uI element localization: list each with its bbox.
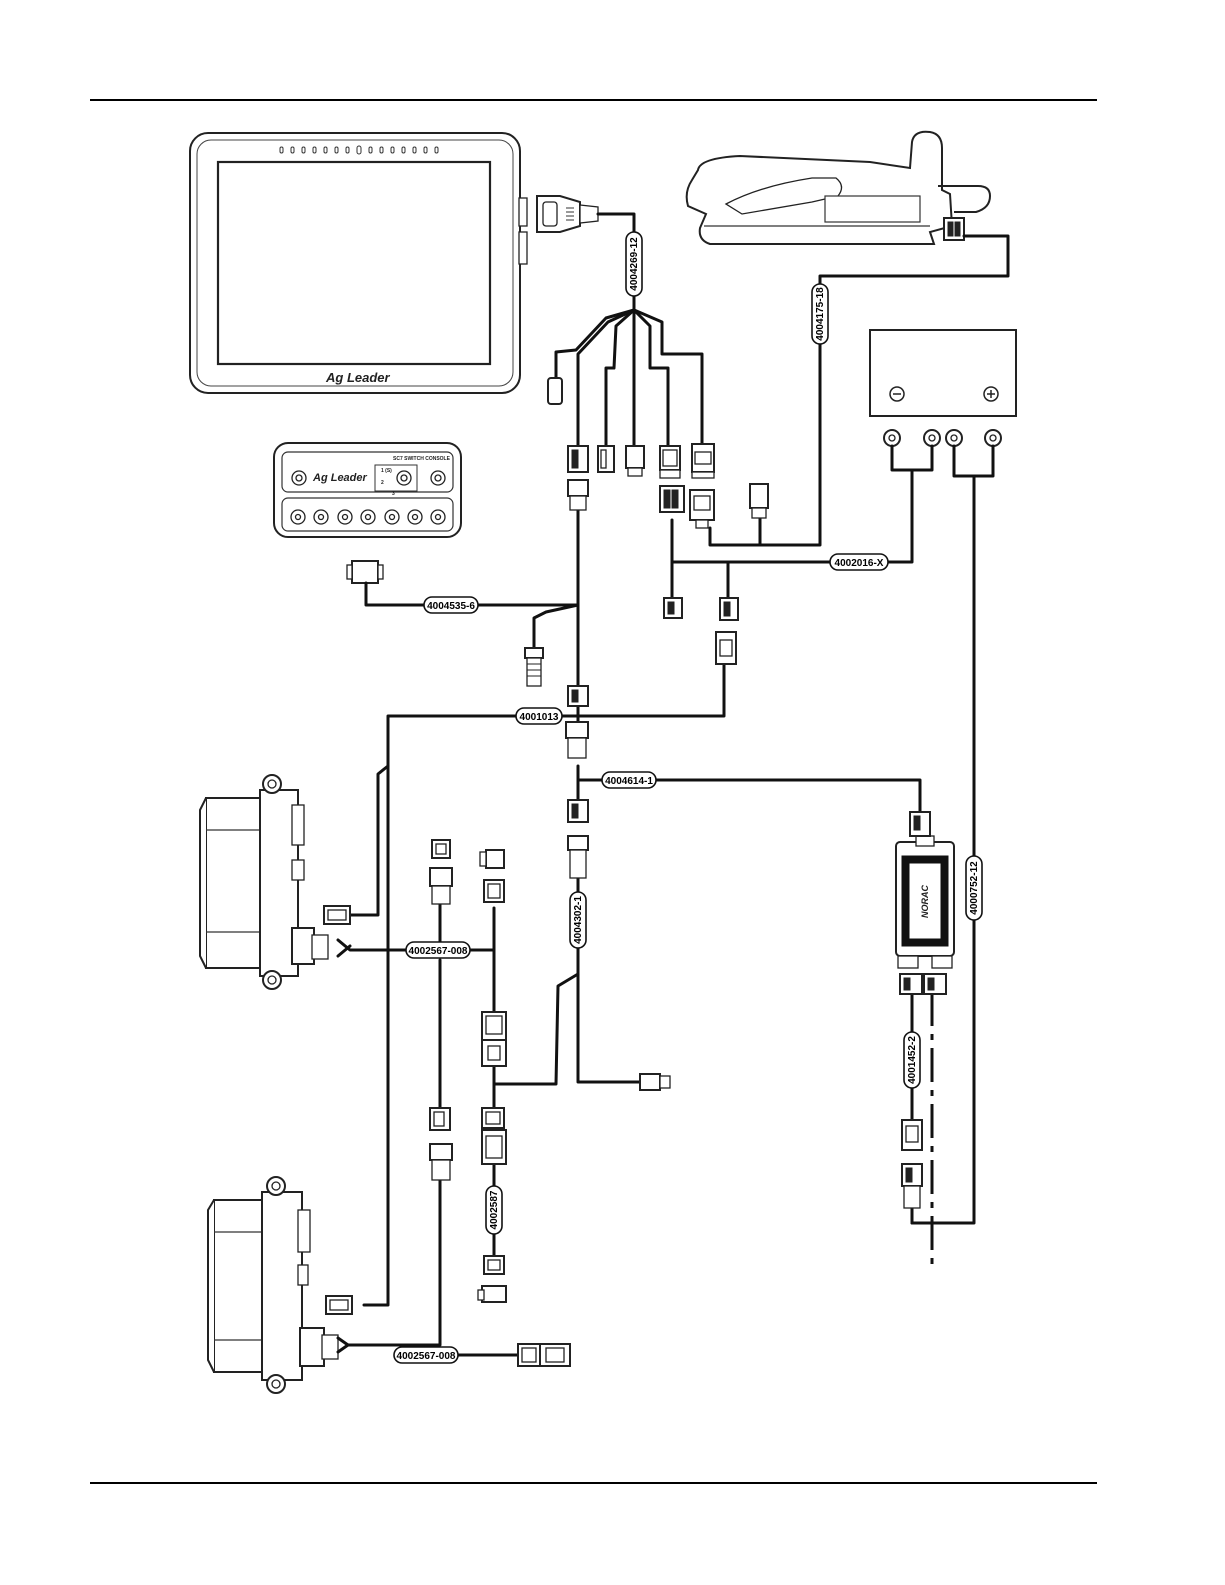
display-logo: Ag Leader xyxy=(325,370,391,385)
svg-text:4004614-1: 4004614-1 xyxy=(605,776,653,787)
battery xyxy=(870,330,1016,416)
switch-mode-3-label: 3 xyxy=(392,491,395,497)
label-4002016-x: 4002016-X xyxy=(830,554,888,570)
wire-4001013 xyxy=(364,664,724,1305)
display-plug xyxy=(537,196,598,232)
switch-console-plug xyxy=(347,561,383,583)
display-unit: Ag Leader xyxy=(190,133,527,393)
svg-text:4002587: 4002587 xyxy=(489,1190,500,1229)
svg-text:4004175-18: 4004175-18 xyxy=(815,287,826,341)
upper-module xyxy=(200,775,328,989)
svg-text:4004269-12: 4004269-12 xyxy=(629,237,640,291)
switch-mode-1-label: 1 (S) xyxy=(381,468,392,474)
switch-console-logo: Ag Leader xyxy=(312,472,368,484)
label-4001013: 4001013 xyxy=(516,708,562,724)
label-4002587: 4002587 xyxy=(486,1186,502,1234)
label-4004175-18: 4004175-18 xyxy=(812,284,828,344)
wire-4004302-1 xyxy=(578,878,640,1082)
wire-4000752-12 xyxy=(954,446,993,476)
switch-mode-2-label: 2 xyxy=(381,480,384,486)
svg-text:4001013: 4001013 xyxy=(520,712,559,723)
switch-console-title: SC7 SWITCH CONSOLE xyxy=(393,456,451,462)
norac-module: NORAC xyxy=(896,836,954,968)
norac-logo: NORAC xyxy=(920,885,930,918)
wire-4002016-x xyxy=(892,446,932,470)
label-4004614-1: 4004614-1 xyxy=(602,772,656,788)
svg-text:4000752-12: 4000752-12 xyxy=(969,861,980,915)
seat-connector xyxy=(944,218,964,240)
svg-text:4002567-008: 4002567-008 xyxy=(409,946,468,957)
svg-text:4004535-6: 4004535-6 xyxy=(427,601,475,612)
wire-4002567-008-lower xyxy=(348,1180,440,1345)
label-4000752-12: 4000752-12 xyxy=(966,856,982,920)
label-4004302-1: 4004302-1 xyxy=(570,892,586,948)
label-4002567-008-upper: 4002567-008 xyxy=(406,942,470,958)
switch-console: Ag Leader SC7 SWITCH CONSOLE 1 (S) 2 3 xyxy=(274,443,461,537)
label-4004535-6: 4004535-6 xyxy=(424,597,478,613)
label-4001452-2: 4001452-2 xyxy=(904,1032,920,1088)
svg-text:4004302-1: 4004302-1 xyxy=(573,896,584,944)
svg-text:4002016-X: 4002016-X xyxy=(835,558,884,569)
lower-module xyxy=(208,1177,338,1393)
svg-text:4001452-2: 4001452-2 xyxy=(907,1036,918,1084)
label-4004269-12: 4004269-12 xyxy=(626,232,642,296)
wire-hub-fanout xyxy=(556,310,702,446)
label-4002567-008-lower: 4002567-008 xyxy=(394,1347,458,1363)
svg-text:4002567-008: 4002567-008 xyxy=(397,1351,456,1362)
battery-ring-terminals xyxy=(884,430,1001,446)
